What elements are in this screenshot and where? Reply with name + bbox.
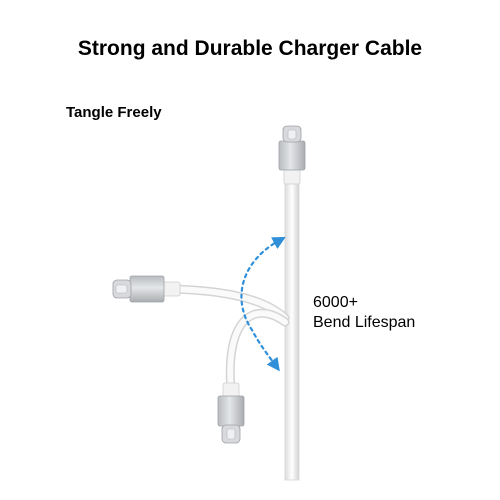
bend-arrow [240, 236, 286, 372]
main-cable [278, 125, 306, 481]
bend-lifespan-label: Bend Lifespan [313, 314, 416, 331]
tangle-freely-label: Tangle Freely [66, 104, 162, 121]
bend-count: 6000+ [313, 294, 358, 311]
bent-cable-lower [217, 308, 290, 444]
bend-lifespan-callout: 6000+ Bend Lifespan [313, 293, 415, 333]
headline: Strong and Durable Charger Cable [77, 37, 423, 60]
